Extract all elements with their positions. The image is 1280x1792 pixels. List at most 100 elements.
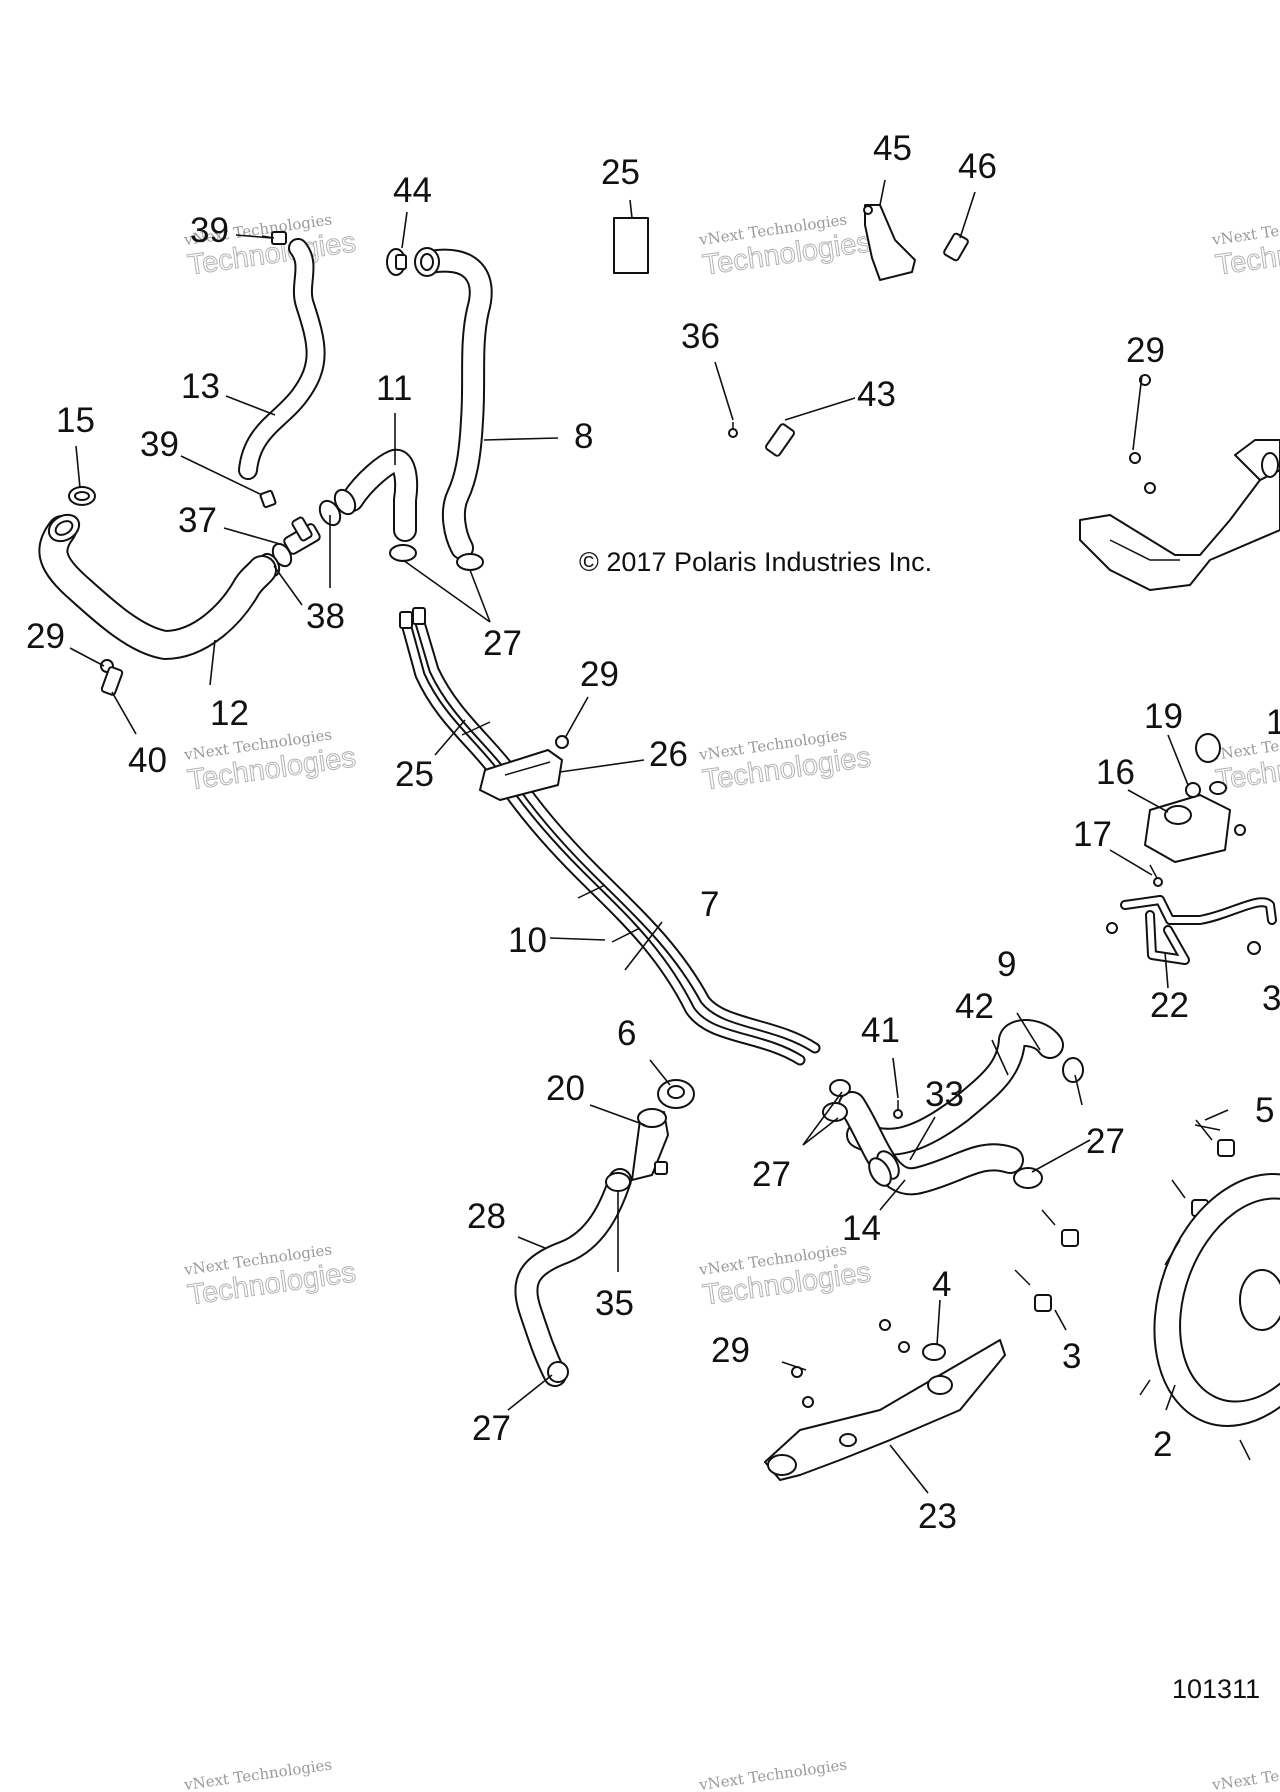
reservoir-16: [1144, 794, 1231, 863]
clip-40: [100, 666, 124, 696]
callout-4: 4: [932, 1265, 951, 1304]
callout-29: 29: [1126, 331, 1165, 370]
label-25: [613, 217, 649, 274]
hose-8: [414, 247, 493, 560]
drawing-number: 101311: [1172, 1674, 1260, 1704]
callout-27: 27: [483, 624, 522, 663]
callout-5: 5: [1255, 1091, 1274, 1130]
watermark: vNext Technologies Technologies: [182, 725, 358, 797]
callout-7: 7: [700, 885, 719, 924]
screw-41: [893, 1100, 903, 1119]
hose-28: [514, 1168, 632, 1387]
callout-29: 29: [580, 655, 619, 694]
cap-6: [657, 1079, 695, 1109]
watermark: vNext Technologies Technologies: [697, 1240, 873, 1312]
callout-13: 13: [181, 367, 220, 406]
callout-33: 33: [925, 1075, 964, 1114]
clip-46: [943, 232, 969, 262]
callout-11: 11: [376, 369, 412, 408]
watermark-text: vNext Technologies: [697, 1755, 848, 1792]
callout-45: 45: [873, 129, 912, 168]
callout-9: 9: [997, 945, 1016, 984]
callouts: 39 44 25 45 46 13 11 8 36 43 29 15 39 37…: [26, 129, 1280, 1536]
watermark: vNext Technologies: [697, 1755, 848, 1792]
callout-25: 25: [395, 755, 434, 794]
callout-14: 14: [842, 1209, 881, 1248]
cap-19: [1185, 733, 1227, 798]
callout-28: 28: [467, 1197, 506, 1236]
callout-26: 26: [649, 735, 688, 774]
watermark: vNext Technologies: [182, 1755, 333, 1792]
clamp-33: [868, 1150, 900, 1187]
fan-2: [1139, 1173, 1280, 1461]
upper-bracket: [1079, 439, 1280, 591]
clamp-27: [822, 1057, 1084, 1189]
callout-1: 1: [1266, 703, 1280, 742]
hose-14: [838, 1091, 1024, 1196]
grommet-4: [922, 1343, 946, 1361]
callout-46: 46: [958, 147, 997, 186]
callout-36: 36: [681, 317, 720, 356]
callout-39: 39: [190, 211, 229, 250]
callout-22: 22: [1150, 986, 1189, 1025]
callout-29: 29: [711, 1331, 750, 1370]
callout-38: 38: [306, 597, 345, 636]
callout-29: 29: [26, 617, 65, 656]
callout-27: 27: [752, 1155, 791, 1194]
callout-19: 19: [1144, 697, 1183, 736]
bracket-26: [479, 735, 569, 801]
fitting-39: [259, 489, 277, 509]
bolts-5: [1195, 1119, 1213, 1141]
callout-3: 3: [1062, 1337, 1081, 1376]
pin-36: [728, 422, 738, 438]
hose-13: [238, 238, 326, 480]
tube-7-10: [399, 607, 821, 1066]
watermark: vNext Technologies: [1210, 1755, 1280, 1792]
callout-3: 3: [1262, 979, 1280, 1018]
hose-11: [340, 449, 419, 542]
callout-44: 44: [393, 171, 432, 210]
watermark: vNext Technologies Technologies: [697, 725, 873, 797]
callout-2: 2: [1153, 1425, 1172, 1464]
watermark-text: vNext Technologies: [182, 1755, 333, 1792]
callout-35: 35: [595, 1284, 634, 1323]
callout-27: 27: [1086, 1122, 1125, 1161]
callout-40: 40: [128, 741, 167, 780]
bracket-45: [863, 204, 916, 281]
callout-39: 39: [140, 425, 179, 464]
watermarks: vNext Technologies Technologies vNext Te…: [182, 210, 1280, 1792]
watermark: vNext Technologies Technologies: [1210, 210, 1280, 282]
callout-41: 41: [861, 1011, 900, 1050]
callout-43: 43: [857, 375, 896, 414]
copyright-notice: © 2017 Polaris Industries Inc.: [579, 547, 932, 577]
screws-29: [791, 374, 1246, 1408]
watermark-text: vNext Technologies: [1210, 1755, 1280, 1792]
screw-17: [1149, 864, 1163, 887]
clamp-44: [386, 248, 407, 276]
callout-20: 20: [546, 1069, 585, 1108]
callout-15: 15: [56, 401, 95, 440]
hose-12: [38, 513, 277, 660]
callout-10: 10: [508, 921, 547, 960]
callout-12: 12: [210, 694, 249, 733]
watermark: vNext Technologies Technologies: [697, 210, 873, 282]
callout-37: 37: [178, 501, 217, 540]
hose-42-9: [846, 1019, 1064, 1156]
clamp-27: [547, 1361, 569, 1383]
neck-20: [631, 1108, 669, 1181]
callout-23: 23: [918, 1497, 957, 1536]
leader-lines: [69, 179, 1229, 1494]
callout-25: 25: [601, 153, 640, 192]
callout-17: 17: [1073, 815, 1112, 854]
clamp-15: [68, 486, 96, 506]
callout-16: 16: [1096, 753, 1135, 792]
bracket-23: [764, 1339, 1006, 1481]
callout-8: 8: [574, 417, 593, 456]
callout-6: 6: [617, 1014, 636, 1053]
bolts-3: [1014, 1124, 1235, 1312]
hose-22: [1106, 895, 1277, 965]
tee-37: [283, 516, 321, 555]
callout-42: 42: [955, 987, 994, 1026]
clip-43: [765, 423, 795, 457]
